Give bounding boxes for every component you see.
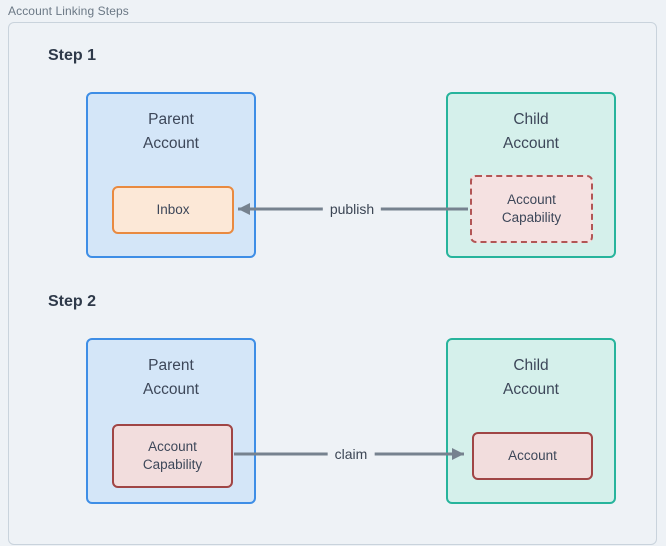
step-1-child-account-box: Child Account Account Capability [446,92,616,258]
account-capability-box: Account Capability [112,424,233,488]
step-2-child-account-box: Child Account Account [446,338,616,504]
step-1-heading: Step 1 [48,47,97,64]
account-capability-label: Account Capability [142,439,203,472]
inbox-box: Inbox [112,186,234,234]
account-box: Account [472,432,593,480]
parent-account-title: Parent Account [142,111,199,152]
child-account-title: Child Account [502,111,559,152]
inbox-label: Inbox [156,202,190,217]
account-capability-dashed-box: Account Capability [470,175,593,243]
step-2-parent-account-box: Parent Account Account Capability [86,338,256,504]
step-2-heading: Step 2 [48,293,97,310]
account-capability-label: Account Capability [501,192,562,225]
diagram-frame [8,22,657,545]
step-1-parent-account-box: Parent Account Inbox [86,92,256,258]
claim-arrow-label: claim [327,445,375,463]
publish-arrow-label: publish [322,200,382,218]
child-account-title: Child Account [502,357,559,398]
parent-account-title: Parent Account [142,357,199,398]
diagram-title: Account Linking Steps [8,4,129,18]
account-label: Account [508,448,557,463]
